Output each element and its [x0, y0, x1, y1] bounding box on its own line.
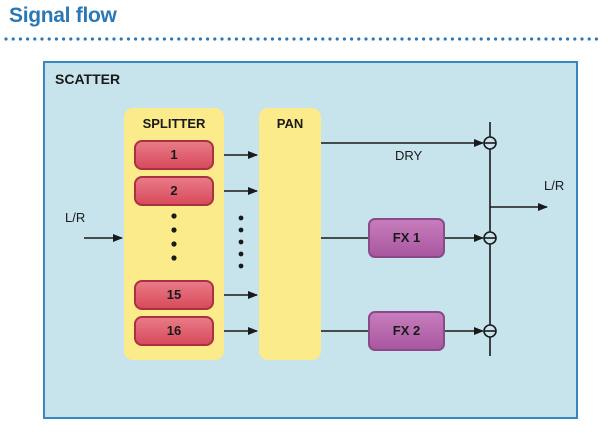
arrow-dot: [238, 227, 244, 233]
arrow-dot: [238, 251, 244, 257]
fx2-box: FX 2: [368, 311, 445, 351]
arrow-dot: [238, 263, 244, 269]
output-label: L/R: [544, 178, 565, 193]
splitter-dot: [171, 227, 177, 233]
splitter-dot: [171, 241, 177, 247]
channel-box-1: 1: [134, 140, 214, 170]
pan-label: PAN: [276, 116, 304, 131]
dotted-divider: [4, 37, 604, 41]
arrow-dot: [238, 215, 244, 221]
input-label: L/R: [65, 210, 86, 225]
arrow-dot: [238, 239, 244, 245]
dry-label: DRY: [395, 148, 423, 163]
pan-block: [259, 108, 321, 360]
page-title: Signal flow: [9, 4, 117, 27]
splitter-label: SPLITTER: [142, 116, 206, 131]
scatter-label: SCATTER: [55, 71, 121, 87]
channel-box-15: 15: [134, 280, 214, 310]
fx1-box: FX 1: [368, 218, 445, 258]
channel-box-16: 16: [134, 316, 214, 346]
splitter-dot: [171, 213, 177, 219]
splitter-dot: [171, 255, 177, 261]
channel-box-2: 2: [134, 176, 214, 206]
